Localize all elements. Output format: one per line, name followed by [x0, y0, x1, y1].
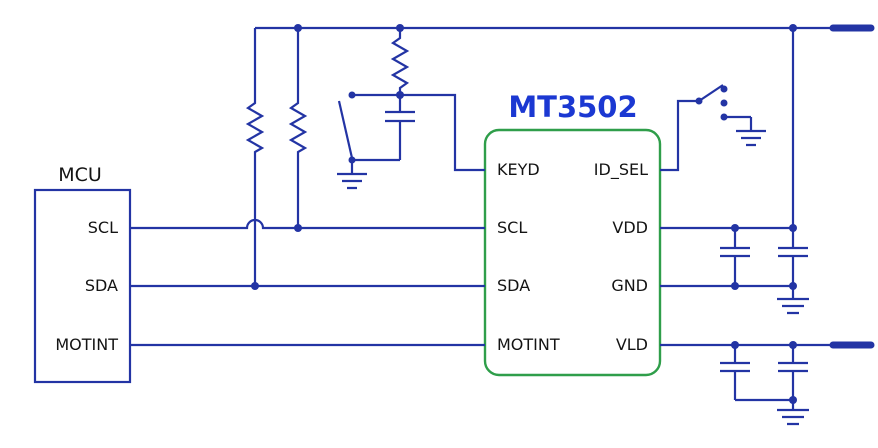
mcu-title: MCU — [58, 164, 102, 186]
junction-dot — [789, 24, 797, 32]
idsel-switch-throw-dot — [720, 85, 728, 93]
junction-dot — [789, 282, 797, 290]
chip-pin-label-vld: VLD — [616, 335, 648, 354]
junction-dot — [294, 224, 302, 232]
mcu-pin-label-sda: SDA — [85, 276, 118, 295]
chip-title: MT3502 — [508, 90, 637, 124]
junction-dot — [789, 341, 797, 349]
mcu-pin-label-motint: MOTINT — [55, 335, 118, 354]
ground-symbol-vld-icon — [777, 400, 809, 426]
vld-capacitor-2-icon — [778, 345, 808, 400]
junction-dot — [789, 224, 797, 232]
chip-pin-label-idsel: ID_SEL — [594, 160, 648, 180]
junction-dot — [789, 396, 797, 404]
ground-symbol-idsel-icon — [736, 117, 766, 147]
keyd-switch-terminal-dot — [348, 91, 356, 99]
idsel-switch-lever-icon — [698, 84, 724, 102]
keyd-switch-terminal-dot — [348, 156, 356, 164]
ground-symbol-keyd-icon — [337, 160, 367, 190]
pullup-resistor-scl-icon — [288, 28, 308, 228]
junction-dot — [731, 341, 739, 349]
junction-dot — [731, 224, 739, 232]
scl-wire — [130, 218, 485, 230]
idsel-switch-throw-dot — [720, 99, 728, 107]
idsel-switch-throw-dot — [720, 113, 728, 121]
keyd-net-wire — [352, 93, 485, 172]
vdd-capacitor-2-icon — [778, 228, 808, 286]
chip-pin-label-vdd: VDD — [612, 218, 648, 237]
junction-dot — [294, 24, 302, 32]
keyd-switch-lever-icon — [337, 100, 354, 159]
idsel-wire — [660, 99, 699, 172]
mcu-pin-label-scl: SCL — [88, 218, 118, 237]
pullup-resistor-sda-icon — [245, 28, 265, 286]
chip-pin-label-gnd: GND — [611, 276, 648, 295]
chip-pin-label-motint: MOTINT — [497, 335, 560, 354]
junction-dot — [731, 282, 739, 290]
junction-dot — [396, 24, 404, 32]
chip-box — [483, 128, 662, 377]
vdd-capacitor-1-icon — [720, 228, 750, 286]
mcu-box — [33, 188, 132, 384]
chip-pin-label-scl: SCL — [497, 218, 527, 237]
chip-pin-label-sda: SDA — [497, 276, 530, 295]
idsel-switch-common-dot — [695, 97, 703, 105]
junction-dot — [396, 91, 404, 99]
ground-symbol-gnd-icon — [777, 286, 809, 315]
keyd-resistor-icon — [390, 28, 410, 95]
junction-dot — [251, 282, 259, 290]
chip-pin-label-keyd: KEYD — [497, 160, 540, 179]
vld-capacitor-1-icon — [720, 345, 750, 400]
keyd-capacitor-icon — [385, 95, 415, 160]
